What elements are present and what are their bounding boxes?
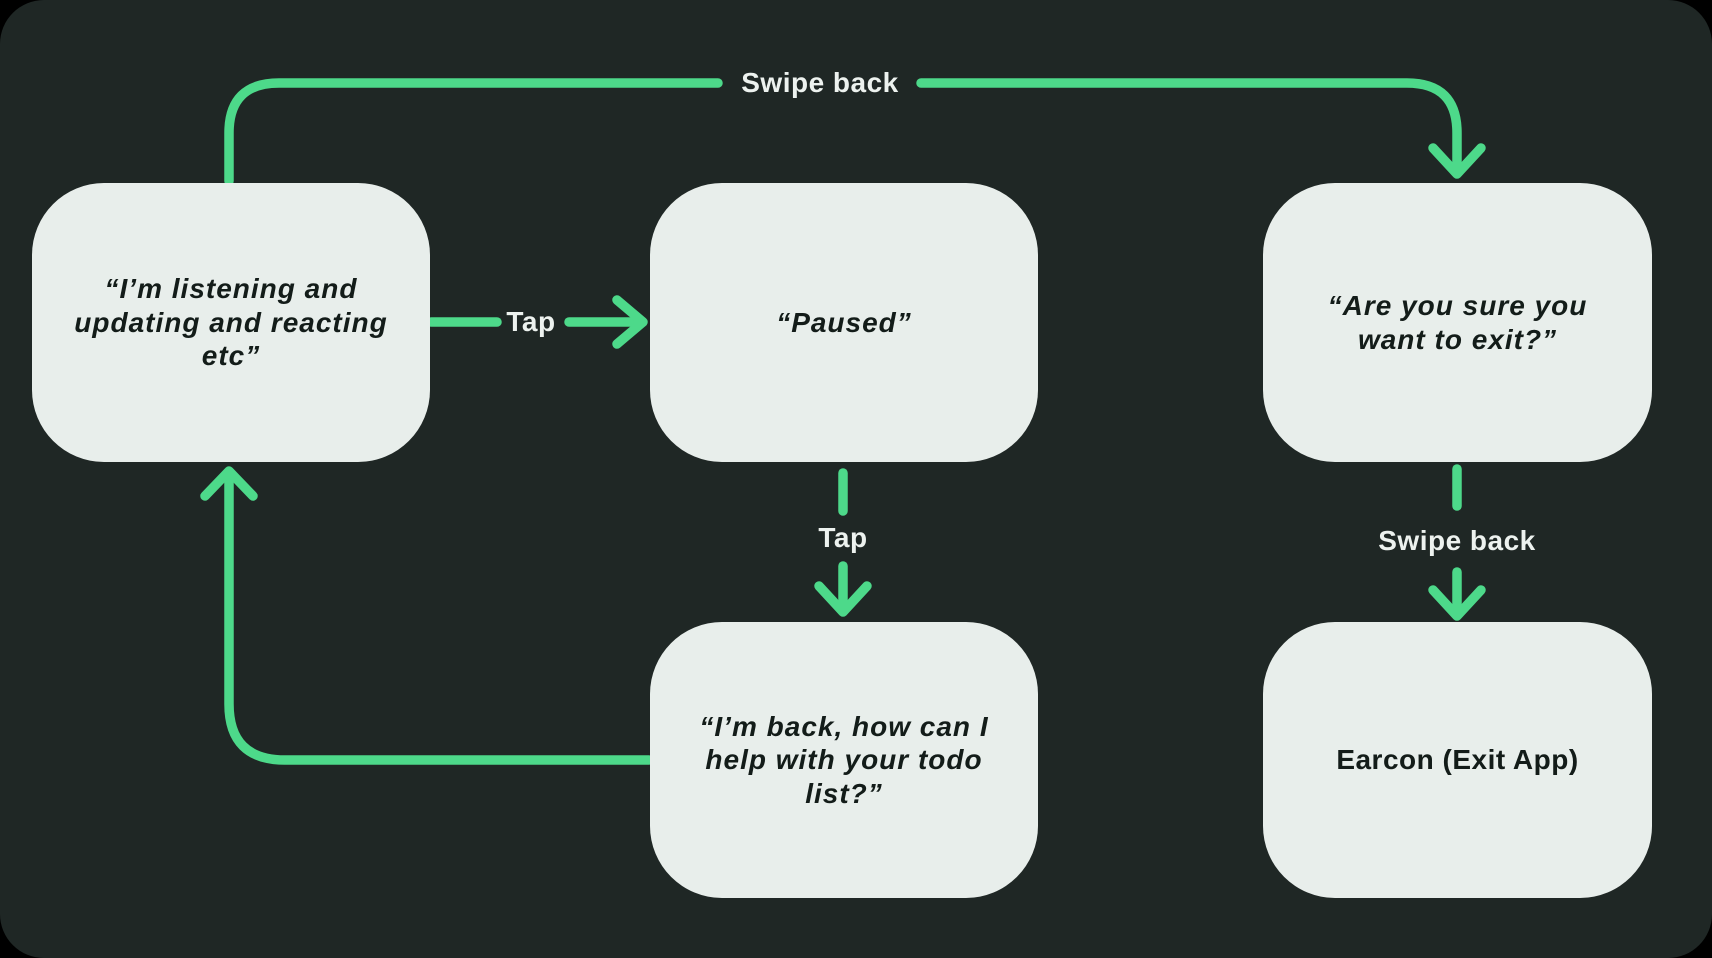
node-back-text: “I’m back, how can I help with your todo… [699, 710, 989, 809]
node-earcon-text: Earcon (Exit App) [1336, 744, 1579, 776]
edge-label-tap-horizontal: Tap [506, 306, 556, 337]
edge-loop-back [200, 466, 654, 765]
node-back: “I’m back, how can I help with your todo… [650, 622, 1038, 898]
edge-swipe-back-right [1428, 464, 1486, 621]
arrowhead-down-icon [814, 581, 872, 617]
node-listening-text: “I’m listening and updating and reacting… [74, 273, 388, 372]
node-listening: “I’m listening and updating and reacting… [32, 183, 430, 462]
edge-swipe-back-top [224, 78, 1486, 186]
arrowhead-right-icon [612, 295, 648, 349]
edge-label-tap-vertical: Tap [818, 522, 868, 553]
node-paused-text: “Paused” [776, 306, 912, 338]
edge-label-swipe-back-right: Swipe back [1378, 525, 1536, 556]
edge-tap-vertical [814, 468, 872, 617]
node-earcon: Earcon (Exit App) [1263, 622, 1652, 898]
edge-tap-horizontal [426, 295, 648, 349]
node-exit-confirm-text: “Are you sure you want to exit?” [1327, 289, 1588, 355]
arrowhead-down-icon [1428, 585, 1486, 621]
arrowhead-down-icon [1428, 143, 1486, 179]
node-exit-confirm: “Are you sure you want to exit?” [1263, 183, 1652, 462]
edge-label-swipe-back-top: Swipe back [741, 67, 899, 98]
arrowhead-up-icon [200, 466, 258, 501]
node-paused: “Paused” [650, 183, 1038, 462]
